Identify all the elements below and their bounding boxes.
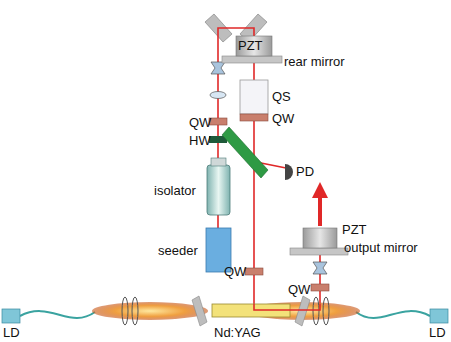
quarter-wave-plate [209, 118, 227, 125]
pzt-label: PZT [342, 222, 367, 237]
polarizer [222, 127, 268, 178]
pzt-cylinder [236, 36, 272, 56]
part-label: LD [429, 325, 446, 340]
pump-beam [92, 302, 208, 320]
fiber [20, 311, 95, 318]
isolator-cap [211, 158, 226, 166]
pzt-cylinder [303, 228, 337, 248]
laser-diode [430, 309, 448, 323]
concave-lens [313, 262, 327, 274]
mirror-mount [290, 248, 348, 255]
part-label: QS [272, 89, 291, 104]
dichroic-mirror [192, 296, 207, 326]
concave-lens [211, 62, 225, 74]
output-arrow [312, 182, 328, 198]
plate-label: QW [272, 111, 294, 126]
part-label: PD [296, 164, 314, 179]
mirror-mount [222, 56, 282, 63]
quarter-wave-plate [311, 284, 329, 291]
quarter-wave-plate [240, 114, 268, 121]
dichroic-mirror [295, 296, 310, 326]
q-switch [240, 80, 268, 114]
photodiode [285, 164, 293, 180]
pzt-label: PZT [238, 38, 263, 53]
plate-label: QW [288, 282, 310, 297]
fiber [356, 311, 430, 318]
part-label: Nd:YAG [214, 325, 261, 340]
plate-label: QW [224, 264, 246, 279]
laser-diode [2, 309, 20, 323]
plate-label: HW [189, 133, 211, 148]
isolator [207, 165, 230, 215]
laser-beam [218, 28, 320, 304]
laser-beam [254, 304, 320, 310]
part-label: LD [3, 325, 20, 340]
convex-lens [210, 92, 226, 99]
output-beam [318, 196, 322, 226]
plate-label: QW [189, 115, 211, 130]
part-label: rear mirror [284, 54, 345, 69]
coupling-lens [122, 297, 329, 325]
part-label: seeder [158, 243, 198, 258]
quarter-wave-plate [245, 268, 263, 275]
part-label: isolator [154, 183, 196, 198]
part-label: output mirror [344, 240, 418, 255]
